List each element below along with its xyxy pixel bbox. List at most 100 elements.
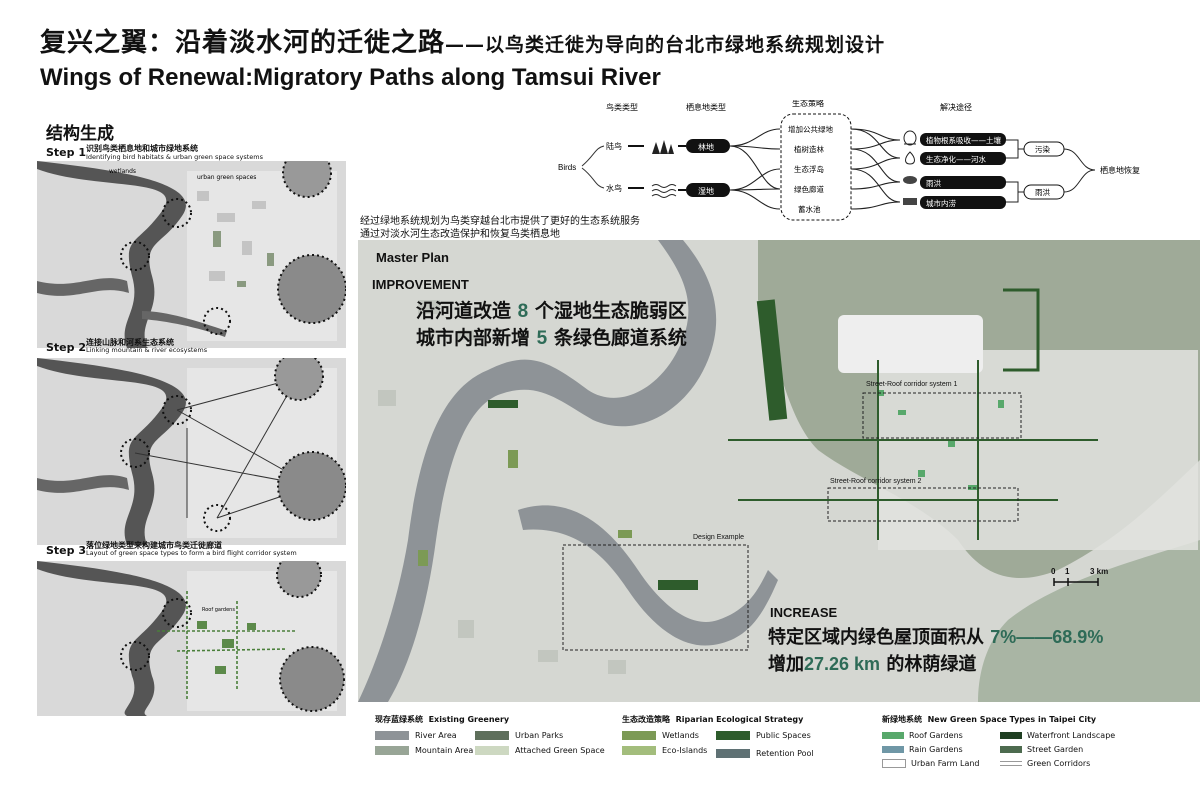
legend-swatch: [475, 731, 509, 740]
step-3-cn: 落位绿地类型来构建城市鸟类迁徙廊道: [86, 541, 222, 550]
legend-label: Roof Gardens: [909, 731, 963, 740]
improvement-wetland-count: 8: [517, 301, 529, 322]
flow-header-bird: 鸟类类型: [606, 102, 638, 112]
legend-urban-farm: Urban Farm Land: [882, 759, 980, 768]
flow-solution-4: 城市内涝: [926, 198, 956, 208]
legend-waterfront: Waterfront Landscape: [1000, 731, 1115, 740]
improvement-corridor-count: 5: [536, 328, 548, 349]
legend-label: River Area: [415, 731, 457, 740]
strategy-flow-diagram: 鸟类类型 栖息地类型 生态策略 解决途径 Birds 陆鸟 水鸟 林地 湿地 增…: [540, 98, 1200, 222]
legend-swatch: [375, 731, 409, 740]
step-3-tag-roof: Roof gardens: [202, 607, 235, 613]
flood-icon: [903, 198, 917, 205]
legend-mountain-area: Mountain Area: [375, 746, 473, 755]
step-1-label: Step 1: [46, 146, 86, 159]
flow-habitat-forest: 林地: [698, 142, 714, 152]
legend-roof-gardens: Roof Gardens: [882, 731, 963, 740]
flow-habitat-wetland: 湿地: [698, 186, 714, 196]
increase-greenway-length: 27.26 km: [804, 654, 881, 674]
legend-label: Retention Pool: [756, 749, 814, 758]
legend-rain-gardens: Rain Gardens: [882, 745, 963, 754]
step-3-label: Step 3: [46, 544, 86, 557]
legend-label: Attached Green Space: [515, 746, 605, 755]
legend-swatch: [475, 746, 509, 755]
corridor-2-label: Street-Roof corridor system 2: [830, 478, 922, 485]
legend-new-cn: 新绿地系统: [882, 715, 922, 724]
legend-label: Urban Parks: [515, 731, 564, 740]
legend-wetlands: Wetlands: [622, 731, 699, 740]
improvement-line-2-post: 条绿色廊道系统: [547, 327, 687, 349]
flow-bird-land: 陆鸟: [606, 141, 622, 151]
cloud-icon: [903, 176, 917, 184]
flow-strategy-2: 植树造林: [794, 144, 824, 154]
flow-solution-2: 生态净化——河水: [926, 154, 986, 164]
improvement-line-1-pre: 沿河道改造: [416, 300, 518, 322]
legend-attached-green: Attached Green Space: [475, 746, 605, 755]
legend-new-title: 新绿地系统 New Green Space Types in Taipei Ci…: [882, 714, 1096, 725]
legend-riparian-cn: 生态改造策略: [622, 715, 670, 724]
step-2-en: Linking mountain & river ecosystems: [86, 346, 208, 354]
legend-label: Mountain Area: [415, 746, 474, 755]
step-3-en: Layout of green space types to form a bi…: [86, 549, 297, 557]
flow-bird-water: 水鸟: [606, 183, 622, 193]
flow-solution-1: 植物根系吸收——土壤: [926, 135, 1001, 145]
tree-icon: [652, 140, 674, 154]
scale-0: 0: [1051, 567, 1056, 576]
legend-public-spaces: Public Spaces: [716, 731, 811, 740]
increase-roof-range: 7%——68.9%: [990, 627, 1104, 647]
structure-title: 结构生成: [46, 124, 114, 144]
legend-label: Rain Gardens: [909, 745, 963, 754]
legend-swatch: [1000, 732, 1022, 739]
flow-solution-3: 雨洪: [926, 178, 941, 188]
intro-line-2: 通过对淡水河生态改造保护和恢复鸟类栖息地: [360, 229, 560, 240]
legend-existing-en: Existing Greenery: [428, 715, 510, 724]
legend-new-en: New Green Space Types in Taipei City: [927, 715, 1097, 724]
legend-swatch: [882, 759, 906, 768]
step-2-panel: [37, 358, 346, 545]
improvement-line-2: 城市内部新增 5 条绿色廊道系统: [416, 323, 687, 350]
improvement-label: IMPROVEMENT: [372, 277, 469, 292]
step-1-panel: wetlands urban green spaces: [37, 161, 346, 348]
master-plan-map: Master Plan IMPROVEMENT 沿河道改造 8 个湿地生态脆弱区…: [358, 240, 1200, 702]
page-title-cn: 复兴之翼：沿着淡水河的迁徙之路——以鸟类迁徙为导向的台北市绿地系统规划设计: [40, 22, 885, 59]
improvement-line-1: 沿河道改造 8 个湿地生态脆弱区: [416, 296, 687, 323]
flow-header-solution: 解决途径: [940, 102, 972, 112]
legend-label: Eco-Islands: [662, 746, 708, 755]
legend-urban-parks: Urban Parks: [475, 731, 563, 740]
step-1-tag-urban-green: urban green spaces: [197, 174, 256, 181]
plant-icon: [903, 130, 917, 146]
flow-root-birds: Birds: [558, 163, 576, 172]
legend-green-corridors: Green Corridors: [1000, 759, 1090, 768]
legend-label: Public Spaces: [756, 731, 811, 740]
increase-line-2-post: 的林荫绿道: [880, 654, 977, 675]
purify-icon: [905, 151, 915, 165]
flow-goal: 栖息地恢复: [1100, 165, 1140, 175]
intro-line-1: 经过绿地系统规划为鸟类穿越台北市提供了更好的生态系统服务: [360, 216, 640, 227]
flow-strategy-1: 增加公共绿地: [788, 124, 833, 134]
improvement-line-2-pre: 城市内部新增: [416, 327, 537, 349]
legend-river-area: River Area: [375, 731, 457, 740]
page-title-en: Wings of Renewal:Migratory Paths along T…: [40, 64, 661, 91]
legend-label: Street Garden: [1027, 745, 1084, 754]
legend-riparian-en: Riparian Ecological Strategy: [675, 715, 804, 724]
legend-label: Urban Farm Land: [911, 759, 980, 768]
legend-existing-cn: 现存蓝绿系统: [375, 715, 423, 724]
flow-strategy-3: 生态浮岛: [794, 164, 824, 174]
legend-retention-pool: Retention Pool: [716, 749, 814, 758]
legend-swatch: [882, 746, 904, 753]
step-1-tag-wetlands: wetlands: [109, 168, 136, 175]
legend-street-garden: Street Garden: [1000, 745, 1083, 754]
increase-line-1: 特定区域内绿色屋顶面积从 7%——68.9%: [768, 623, 1103, 649]
flow-problem-pollution: 污染: [1035, 144, 1051, 154]
increase-line-2-pre: 增加: [768, 654, 804, 675]
map-title: Master Plan: [376, 250, 449, 265]
flow-strategy-4: 绿色廊道: [794, 184, 824, 194]
legend-swatch: [622, 731, 656, 740]
title-cn-main: 复兴之翼：沿着淡水河的迁徙之路: [40, 28, 446, 58]
legend-label: Wetlands: [662, 731, 699, 740]
legend-swatch: [622, 746, 656, 755]
legend-swatch: [1000, 761, 1022, 766]
step-2-cn: 连接山脉和河系生态系统: [86, 338, 174, 347]
improvement-line-1-post: 个湿地生态脆弱区: [528, 300, 687, 322]
scale-3km: 3 km: [1090, 567, 1109, 576]
